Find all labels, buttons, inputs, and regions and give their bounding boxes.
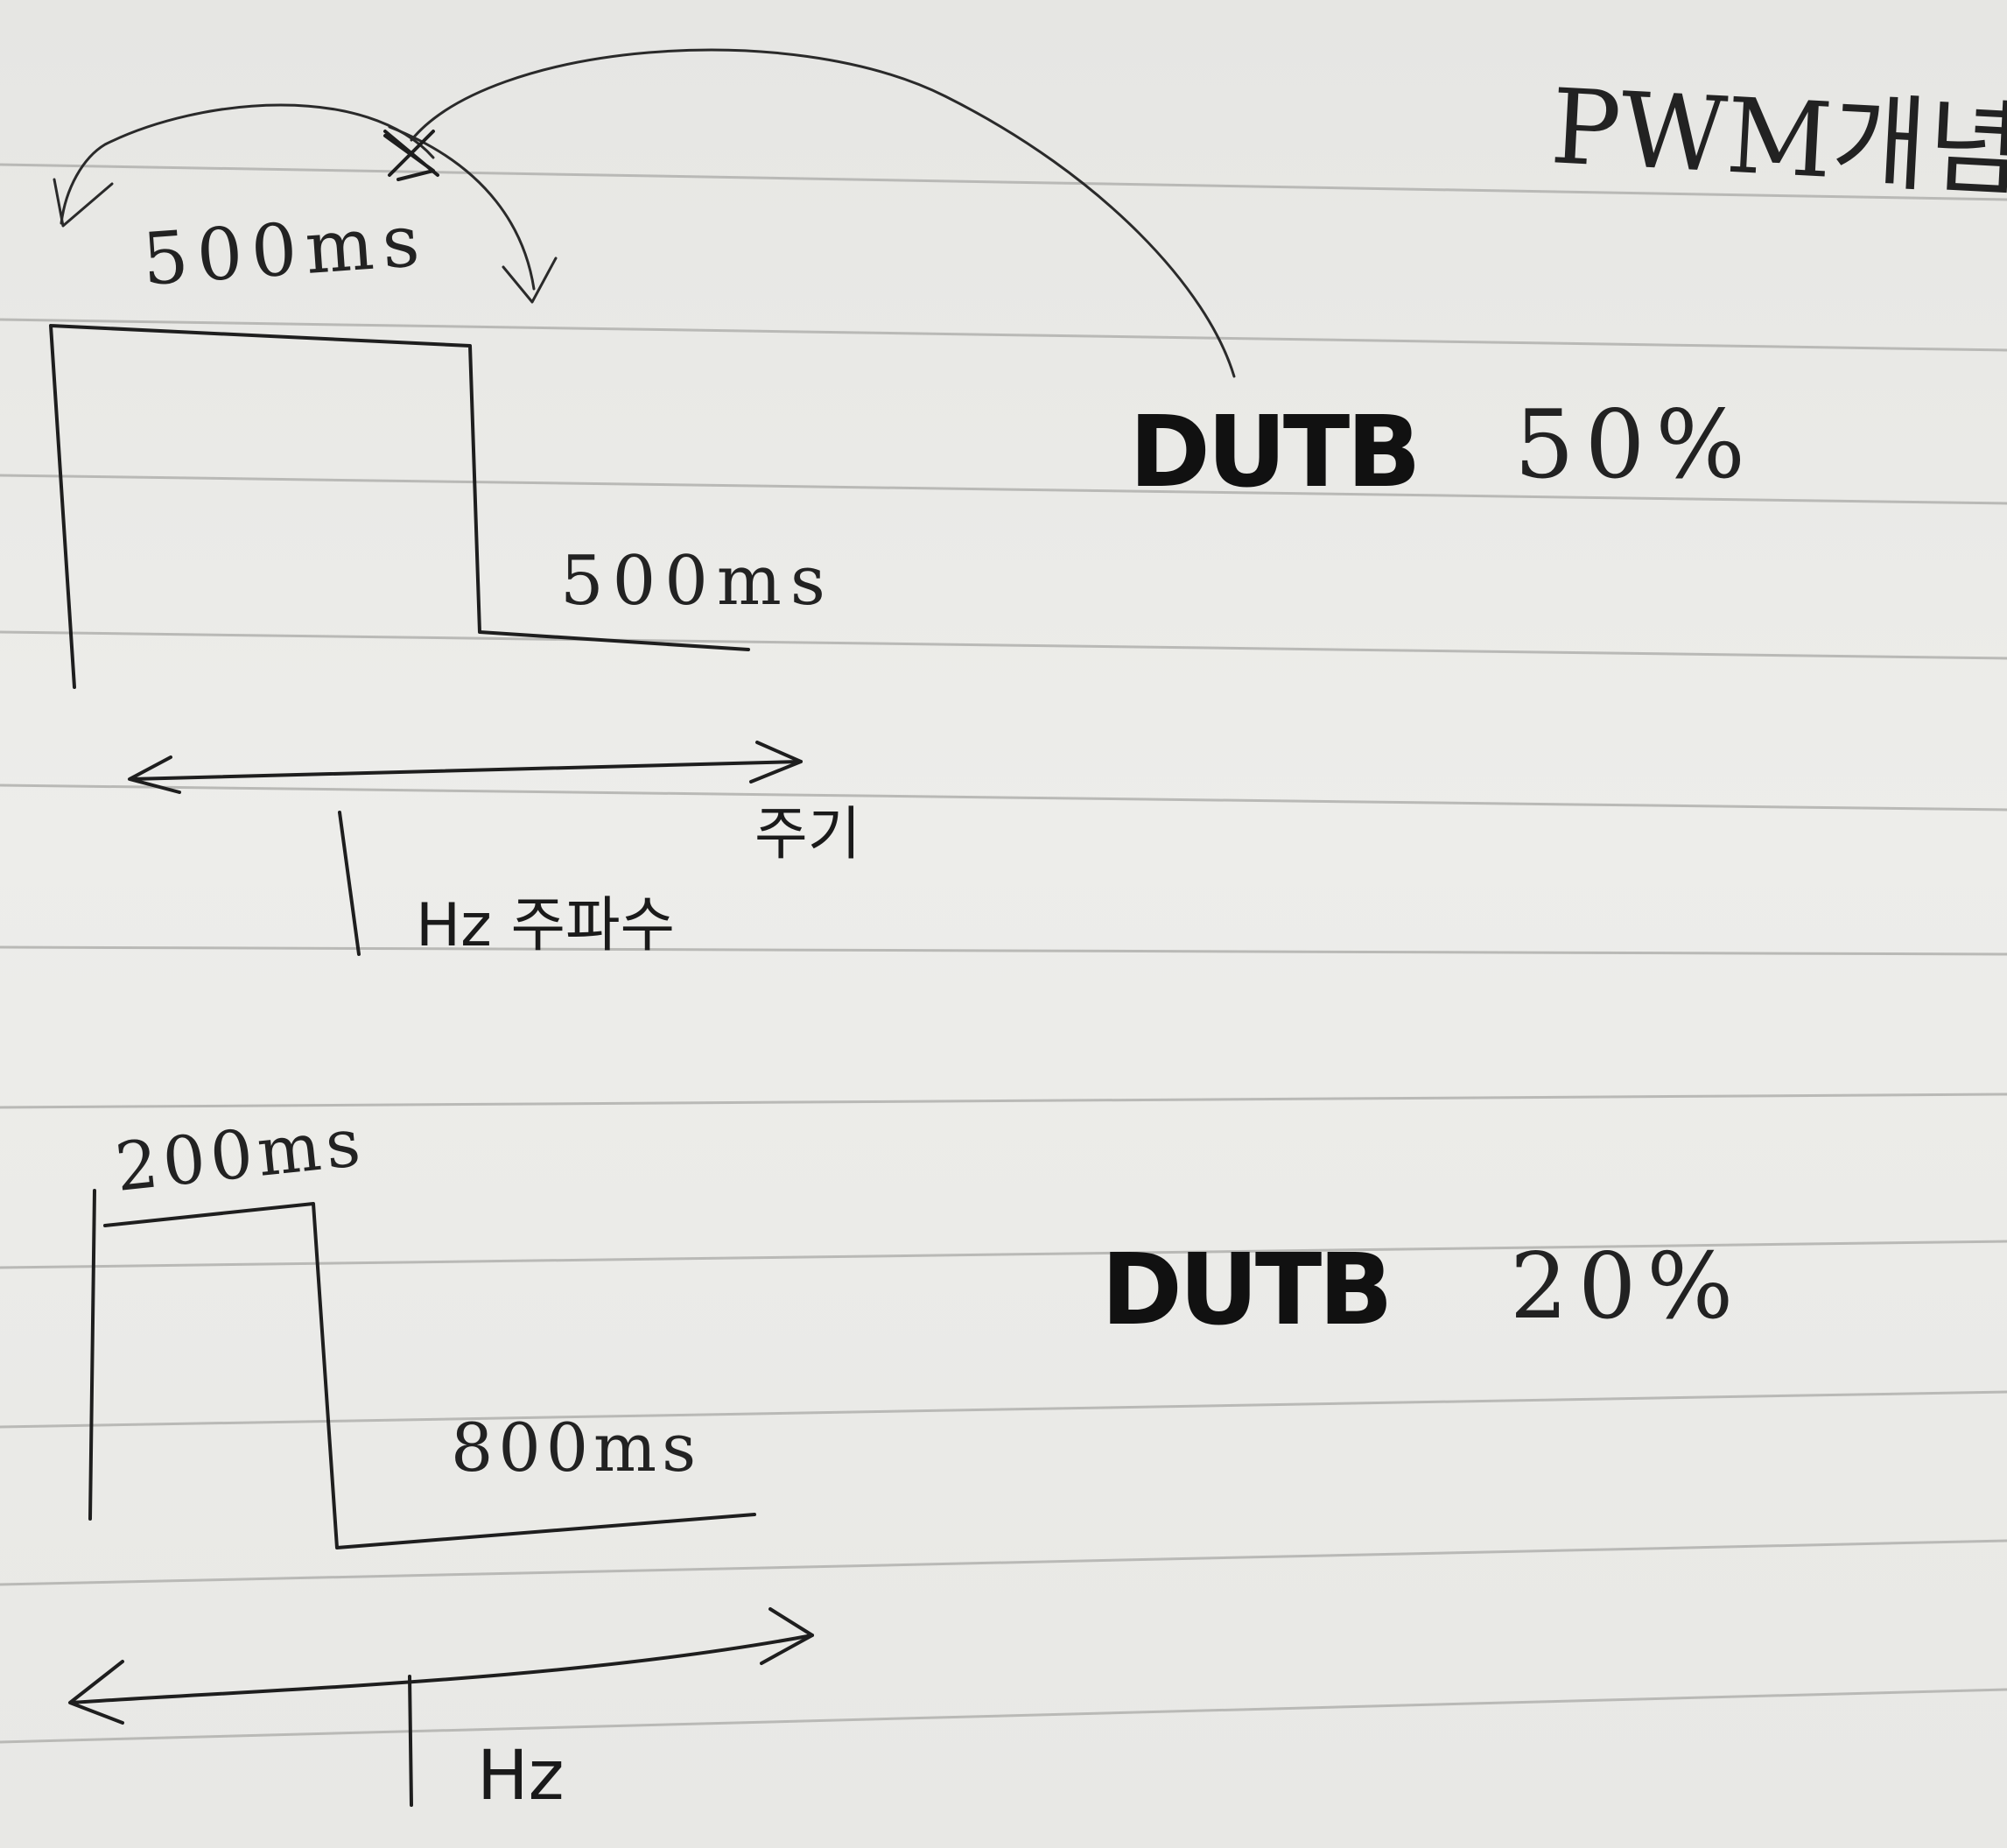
curve-arrow-right — [388, 125, 536, 291]
bottom-frequency-label: Hz — [477, 1737, 565, 1816]
period-arrow-line — [130, 760, 803, 781]
page-title: PWM개념 — [1548, 66, 2007, 211]
duty-label-bottom: DUTB — [1101, 1233, 1390, 1347]
ruled-lines — [0, 163, 2007, 1744]
frequency-tick — [338, 811, 361, 956]
bottom-frequency-tick — [408, 1675, 413, 1807]
square-wave-top — [49, 324, 750, 689]
period-arrowhead-right — [749, 741, 803, 783]
cross-mark-icon — [383, 130, 439, 181]
high-time-label: 500ms — [140, 199, 431, 302]
duty-label-top: DUTB — [1129, 396, 1418, 509]
curve-arrow-long — [410, 48, 1236, 378]
top-diagram: 500ms 500ms 주기 Hz 주파수 — [49, 48, 1236, 960]
bottom-arrow-line — [70, 1634, 814, 1704]
frequency-label: Hz 주파수 — [416, 891, 675, 960]
low-time-label-bottom: 800ms — [451, 1409, 701, 1486]
duty-value-bottom: 20% — [1510, 1233, 1744, 1339]
bottom-arrowhead-right — [760, 1607, 814, 1665]
bottom-diagram: 200ms 800ms Hz — [68, 1102, 814, 1816]
curve-arrowhead-left — [53, 178, 114, 228]
period-label: 주기 — [754, 800, 860, 868]
duty-value-top: 50% — [1514, 390, 1756, 500]
curve-arrowhead-right — [502, 256, 558, 304]
curve-arrow-left — [60, 103, 435, 225]
period-arrowhead-left — [128, 755, 181, 794]
high-time-label-bottom: 200ms — [112, 1102, 369, 1205]
bottom-arrowhead-left — [68, 1660, 124, 1725]
square-wave-bottom — [88, 1189, 756, 1549]
low-time-label: 500ms — [560, 542, 834, 621]
